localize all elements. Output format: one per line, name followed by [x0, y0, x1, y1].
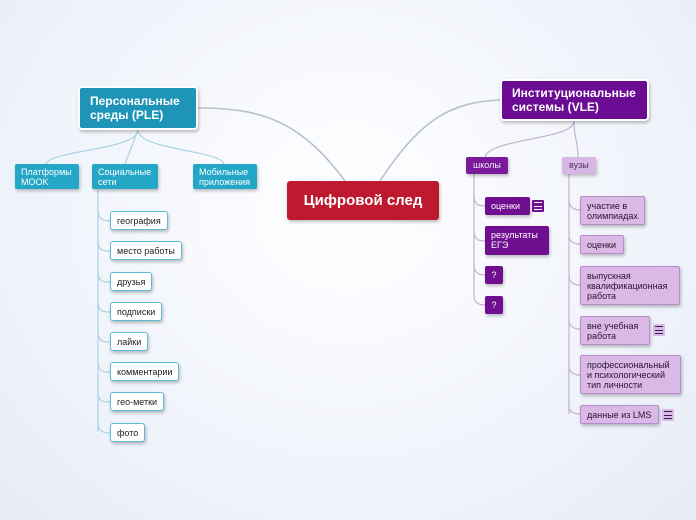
university-leaf-olympiads[interactable]: участие в олимпиадах — [580, 196, 645, 225]
university-leaf-label: вне учебная работа — [587, 321, 639, 341]
subtopic-mooc[interactable]: Платформы MOOK — [15, 164, 79, 189]
subtopic-universities-label: вузы — [569, 160, 589, 170]
university-leaf-extracurricular[interactable]: вне учебная работа — [580, 316, 650, 345]
social-leaf-workplace[interactable]: место работы — [110, 241, 182, 260]
topic-vle[interactable]: Институциональные системы (VLE) — [500, 79, 649, 121]
social-leaf-friends[interactable]: друзья — [110, 272, 153, 291]
social-leaf-label: фото — [117, 428, 139, 438]
subtopic-mobile[interactable]: Мобильные приложения — [193, 164, 257, 189]
note-icon[interactable] — [653, 324, 665, 336]
school-leaf-label: ? — [491, 270, 497, 280]
university-leaf-label: профессиональный и психологический тип л… — [587, 360, 670, 390]
school-leaf-grades[interactable]: оценки — [485, 197, 530, 215]
school-leaf-label: результаты ЕГЭ — [491, 230, 538, 250]
social-leaf-label: друзья — [117, 277, 146, 287]
social-leaf-geography[interactable]: география — [110, 211, 168, 230]
university-leaf-lms-data[interactable]: данные из LMS — [580, 405, 659, 424]
note-icon[interactable] — [532, 200, 544, 212]
university-leaf-thesis[interactable]: выпускная квалификационная работа — [580, 266, 680, 305]
subtopic-social[interactable]: Социальные сети — [92, 164, 158, 189]
subtopic-universities[interactable]: вузы — [562, 157, 596, 174]
social-leaf-geotags[interactable]: гео-метки — [110, 392, 165, 411]
note-icon[interactable] — [662, 409, 674, 421]
social-leaf-label: место работы — [117, 246, 175, 256]
university-leaf-label: оценки — [587, 240, 616, 250]
social-leaf-photo[interactable]: фото — [110, 423, 146, 442]
central-topic-label: Цифровой след — [303, 192, 423, 209]
university-leaf-label: данные из LMS — [587, 410, 652, 420]
topic-ple-label: Персональные среды (PLE) — [90, 94, 180, 122]
university-leaf-label: участие в олимпиадах — [587, 201, 638, 221]
topic-vle-label: Институциональные системы (VLE) — [512, 86, 636, 114]
school-leaf-exam-results[interactable]: результаты ЕГЭ — [485, 226, 549, 255]
social-leaf-label: подписки — [117, 307, 156, 317]
subtopic-social-label: Социальные сети — [98, 167, 152, 187]
school-leaf-unknown[interactable]: ? — [485, 296, 503, 314]
social-leaf-label: гео-метки — [117, 397, 158, 407]
subtopic-schools[interactable]: школы — [466, 157, 508, 174]
school-leaf-label: ? — [491, 300, 497, 310]
social-leaf-label: география — [117, 216, 161, 226]
social-leaf-label: комментарии — [117, 367, 173, 377]
school-leaf-label: оценки — [491, 201, 520, 211]
subtopic-mooc-label: Платформы MOOK — [21, 167, 72, 187]
school-leaf-unknown[interactable]: ? — [485, 266, 503, 284]
social-leaf-label: лайки — [117, 337, 142, 347]
subtopic-schools-label: школы — [473, 160, 501, 170]
topic-ple[interactable]: Персональные среды (PLE) — [78, 86, 198, 130]
university-leaf-personality-type[interactable]: профессиональный и психологический тип л… — [580, 355, 681, 394]
social-leaf-likes[interactable]: лайки — [110, 332, 149, 351]
social-leaf-subscriptions[interactable]: подписки — [110, 302, 163, 321]
university-leaf-grades[interactable]: оценки — [580, 235, 624, 254]
university-leaf-label: выпускная квалификационная работа — [587, 271, 668, 301]
subtopic-mobile-label: Мобильные приложения — [199, 167, 251, 187]
social-leaf-comments[interactable]: комментарии — [110, 362, 180, 381]
central-topic[interactable]: Цифровой след — [287, 181, 439, 220]
